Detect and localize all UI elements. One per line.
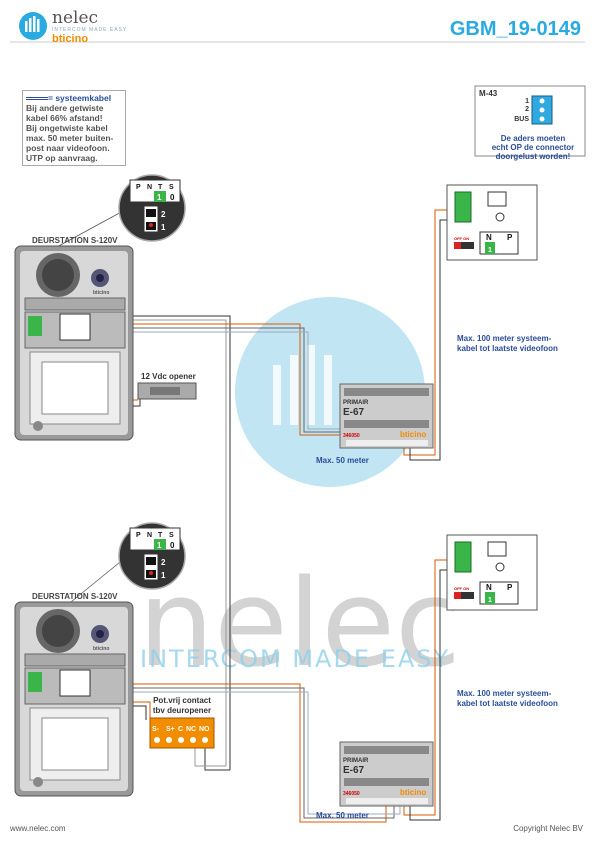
contact-terminal-nc: NC xyxy=(186,726,196,733)
door-opener xyxy=(137,382,197,400)
contact-terminal-c: C xyxy=(178,726,183,733)
dip-top-t: T xyxy=(158,184,163,191)
max50-label-bottom: Max. 50 meter xyxy=(316,811,369,820)
videophone-bottom-offon: OFF ON xyxy=(454,586,469,591)
e67-top-brand: bticino xyxy=(400,430,426,439)
door-station-top-label: DEURSTATION S-120V xyxy=(32,236,118,245)
m43-note-line-2: echt OP de connector xyxy=(491,143,575,152)
dip-callout-top xyxy=(54,174,186,249)
brand-tagline: INTERCOM MADE EASY xyxy=(52,27,128,33)
contact-terminal-s-plus: S+ xyxy=(166,726,175,733)
dip-top-s: S xyxy=(169,184,174,191)
watermark-text: nelec xyxy=(138,555,462,694)
videophone-top-p: P xyxy=(507,233,513,242)
document-code: GBM_19-0149 xyxy=(449,18,581,40)
m43-note-line-1: De aders moeten xyxy=(500,134,566,143)
videophone-bottom-n: N xyxy=(486,583,492,592)
door-station-bottom-label: DEURSTATION S-120V xyxy=(32,592,118,601)
dip-bottom-t: T xyxy=(158,532,163,539)
m43-label: M-43 xyxy=(479,89,498,98)
contact-module xyxy=(149,717,215,749)
dip-top-val-0: 0 xyxy=(170,193,175,202)
dip-callout-bottom xyxy=(54,522,186,616)
videophone-top-offon: OFF ON xyxy=(454,236,469,241)
m43-connector xyxy=(474,85,586,157)
m43-terminal-bus: BUS xyxy=(514,116,529,123)
dip-top-n: N xyxy=(147,184,152,191)
contact-label-line1: Pot.vrij contact xyxy=(153,696,211,705)
dip-bottom-sw-1: 1 xyxy=(161,571,166,580)
e67-top-model: E-67 xyxy=(343,407,365,418)
videophone-top-val: 1 xyxy=(488,247,492,254)
note-line-4: max. 50 meter buiten- xyxy=(26,133,114,143)
system-cable-note: = systeemkabel Bij andere getwiste kabel… xyxy=(22,90,126,166)
dip-bottom-sw-2: 2 xyxy=(161,558,166,567)
dip-top-sw-1: 1 xyxy=(161,223,166,232)
e67-top-partno: 346050 xyxy=(343,433,360,439)
opener-label: 12 Vdc opener xyxy=(141,372,196,381)
dip-bottom-val-0: 0 xyxy=(170,541,175,550)
note-line-2: kabel 66% afstand! xyxy=(26,113,103,123)
max100-bottom-line-2: kabel tot laatste videofoon xyxy=(457,699,558,708)
max100-note-bottom: Max. 100 meter systeem- kabel tot laatst… xyxy=(457,689,558,709)
videophone-top xyxy=(446,184,538,261)
max100-top-line-1: Max. 100 meter systeem- xyxy=(457,334,552,343)
watermark-tagline: INTERCOM MADE EASY xyxy=(140,645,451,673)
e67-bottom-model: E-67 xyxy=(343,765,365,776)
max50-label-top: Max. 50 meter xyxy=(316,456,369,465)
m43-note-line-3: doorgelust worden! xyxy=(495,152,571,161)
brand-name: nelec xyxy=(52,8,99,28)
videophone-top-n: N xyxy=(486,233,492,242)
footer-website: www.nelec.com xyxy=(10,824,66,833)
system-cable-legend: = systeemkabel xyxy=(48,93,112,103)
note-line-5: post naar videofoon. xyxy=(26,143,110,153)
dip-bottom-s: S xyxy=(169,532,174,539)
footer-copyright: Copyright Nelec BV xyxy=(513,824,583,833)
e67-power-supply-bottom xyxy=(339,741,434,807)
dip-top-p: P xyxy=(136,184,141,191)
dip-bottom-val-1: 1 xyxy=(157,541,162,550)
m43-note: De aders moeten echt OP de connector doo… xyxy=(480,134,586,161)
nelec-logo-icon xyxy=(19,12,47,40)
door-station-top xyxy=(14,245,134,441)
max100-bottom-line-1: Max. 100 meter systeem- xyxy=(457,689,552,698)
note-line-1: Bij andere getwiste xyxy=(26,103,104,113)
note-line-3: Bij ongetwiste kabel xyxy=(26,123,108,133)
videophone-bottom-p: P xyxy=(507,583,513,592)
dip-bottom-p: P xyxy=(136,532,141,539)
max100-top-line-2: kabel tot laatste videofoon xyxy=(457,344,558,353)
contact-terminal-no: NO xyxy=(199,726,210,733)
e67-bottom-primair: PRIMAIR xyxy=(343,758,369,764)
door-station-bottom xyxy=(14,601,134,797)
contact-label-line2: tbv deuropener xyxy=(153,706,211,715)
door-station-bottom-brand: bticino xyxy=(93,646,109,652)
e67-power-supply-top xyxy=(339,383,434,449)
e67-bottom-partno: 346050 xyxy=(343,791,360,797)
dip-top-val-1: 1 xyxy=(157,193,162,202)
videophone-bottom-val: 1 xyxy=(488,597,492,604)
note-line-6: UTP op aanvraag. xyxy=(26,153,98,163)
e67-bottom-brand: bticino xyxy=(400,788,426,797)
door-station-top-brand: bticino xyxy=(93,290,109,296)
m43-terminal-2: 2 xyxy=(525,106,529,113)
e67-top-primair: PRIMAIR xyxy=(343,400,369,406)
system-cable-legend-line xyxy=(26,97,48,101)
videophone-bottom xyxy=(446,534,538,611)
dip-top-sw-2: 2 xyxy=(161,210,166,219)
max100-note-top: Max. 100 meter systeem- kabel tot laatst… xyxy=(457,334,558,354)
m43-terminal-1: 1 xyxy=(525,98,529,105)
brand-partner: bticino xyxy=(52,33,89,45)
contact-terminal-s-minus: S- xyxy=(152,726,160,733)
dip-bottom-n: N xyxy=(147,532,152,539)
